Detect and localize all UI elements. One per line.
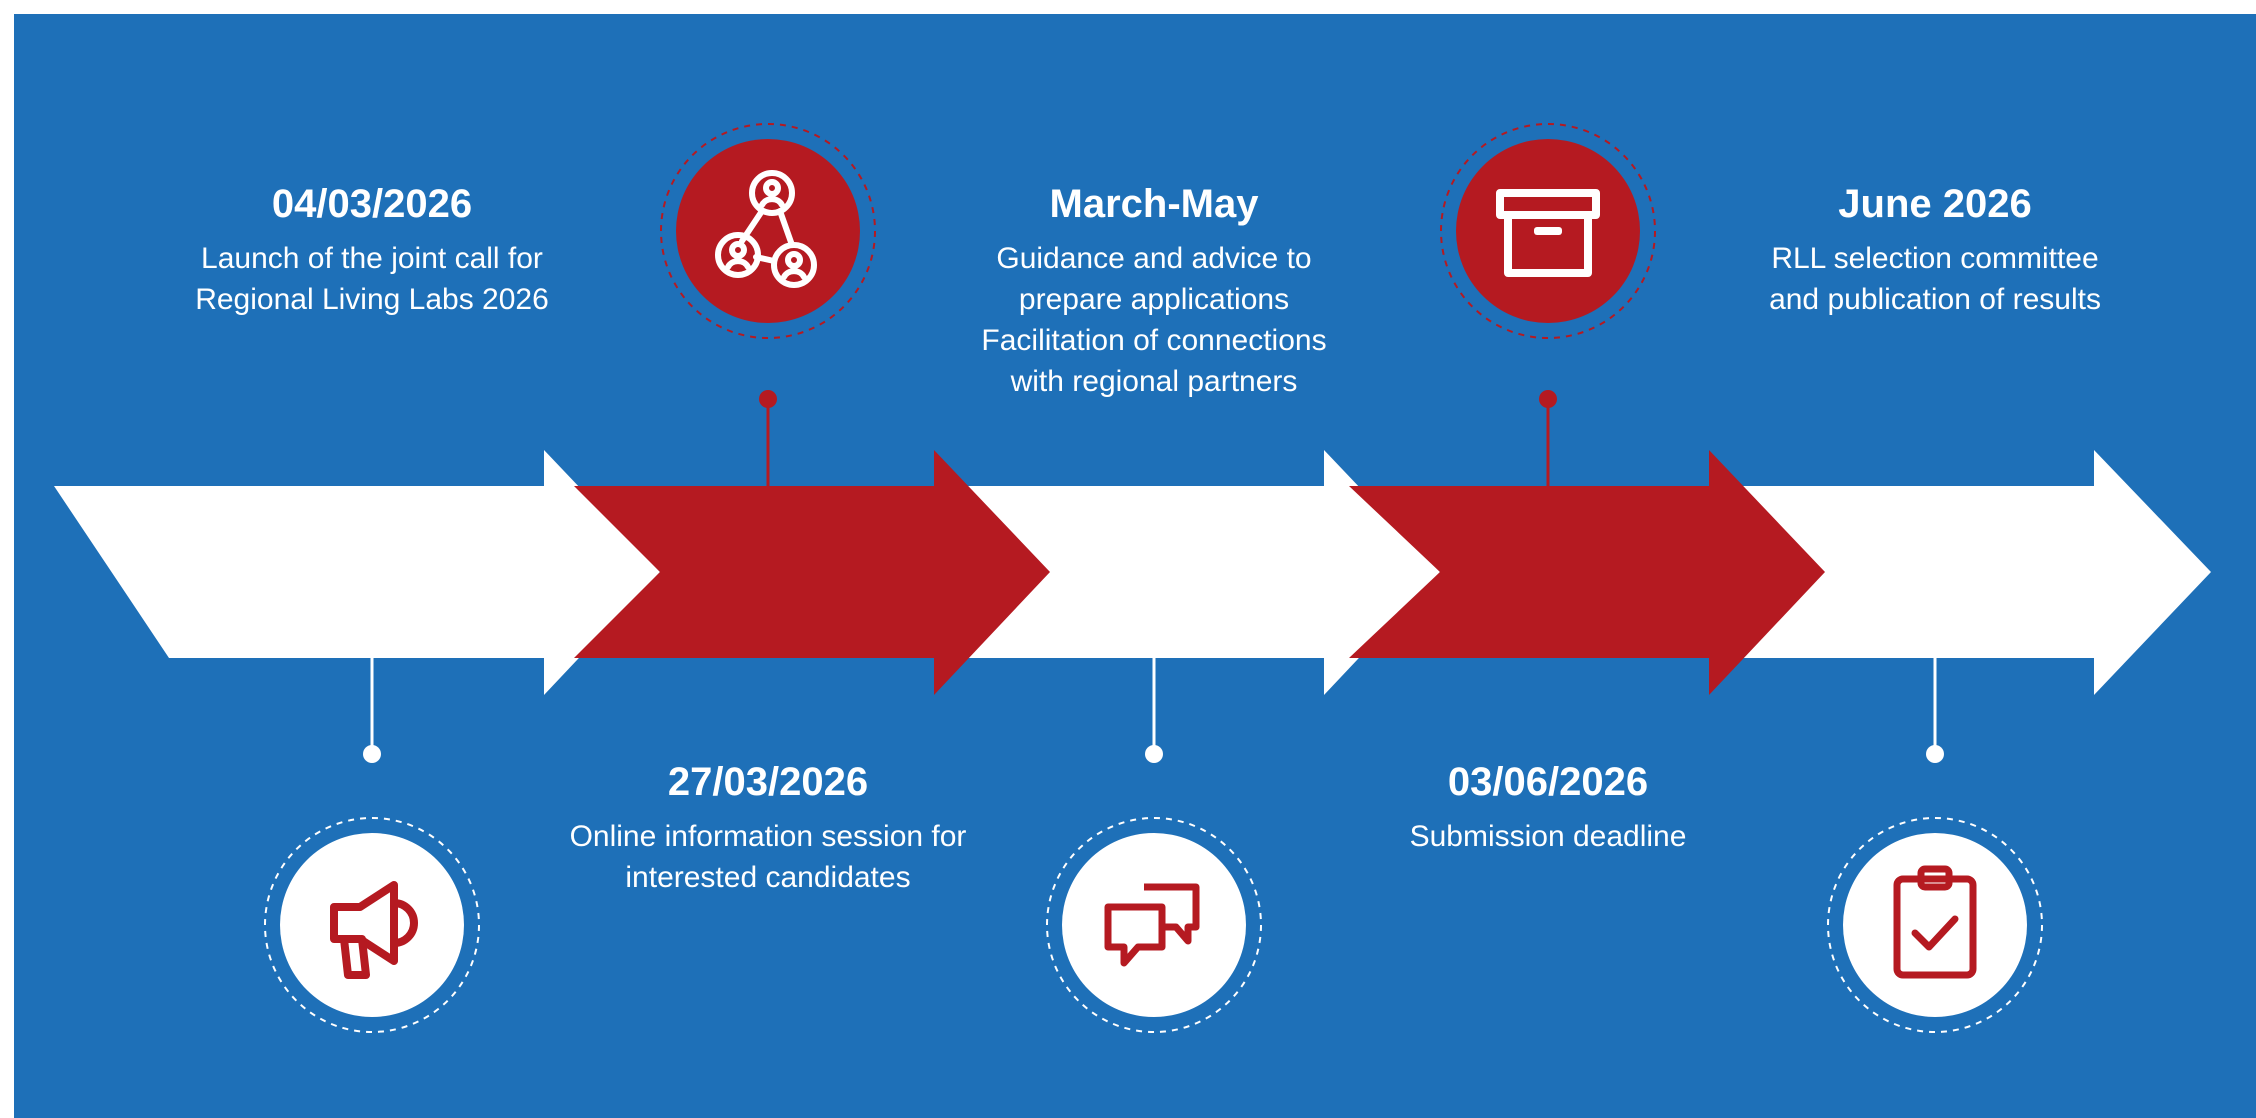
milestone-description-line: and publication of results <box>1769 283 2101 316</box>
network-people-icon <box>658 121 878 341</box>
milestone-date: 04/03/2026 <box>271 182 473 226</box>
milestone-date: March-May <box>1049 182 1259 226</box>
milestone-description-line: prepare applications <box>1018 283 1290 316</box>
milestone-4: 03/06/2026 Submission deadline <box>1288 758 1808 857</box>
timeline-arrows <box>54 450 2211 695</box>
milestone-2: 27/03/2026 Online information session fo… <box>508 758 1028 898</box>
milestone-description-line: Regional Living Labs 2026 <box>195 283 549 316</box>
milestone-5: June 2026 RLL selection committee and pu… <box>1675 180 2195 320</box>
clipboard-check-icon <box>1825 815 2045 1035</box>
megaphone-icon <box>262 815 482 1035</box>
milestone-description-line: Launch of the joint call for <box>201 242 543 275</box>
milestone-date: June 2026 <box>1838 182 2032 226</box>
timeline-arrow-1 <box>54 450 660 695</box>
milestone-date: 03/06/2026 <box>1447 760 1649 804</box>
archive-box-icon <box>1438 121 1658 341</box>
milestone-description-line: RLL selection committee <box>1771 242 2099 275</box>
connector-5 <box>1926 658 1944 763</box>
connector-3 <box>1145 658 1163 763</box>
milestone-description-line: interested candidates <box>625 861 911 894</box>
milestone-date: 27/03/2026 <box>667 760 869 804</box>
timeline-arrow-3 <box>954 450 1440 695</box>
milestone-1: 04/03/2026 Launch of the joint call for … <box>112 180 632 320</box>
milestone-description-line: Facilitation of connections <box>981 324 1327 357</box>
milestone-description-line: Submission deadline <box>1409 820 1687 853</box>
connector-2 <box>759 390 777 488</box>
milestone-description-line: Guidance and advice to <box>996 242 1312 275</box>
chat-bubbles-icon <box>1044 815 1264 1035</box>
connector-4 <box>1539 390 1557 488</box>
milestone-description-line: Online information session for <box>569 820 967 853</box>
connector-1 <box>363 658 381 763</box>
timeline-canvas: 04/03/2026 Launch of the joint call for … <box>14 14 2256 1118</box>
timeline-arrow-5 <box>1729 450 2211 695</box>
timeline-arrow-2 <box>574 450 1050 695</box>
milestone-description-line: with regional partners <box>1010 365 1298 398</box>
milestone-3: March-May Guidance and advice to prepare… <box>894 180 1414 402</box>
timeline-arrow-4 <box>1349 450 1825 695</box>
